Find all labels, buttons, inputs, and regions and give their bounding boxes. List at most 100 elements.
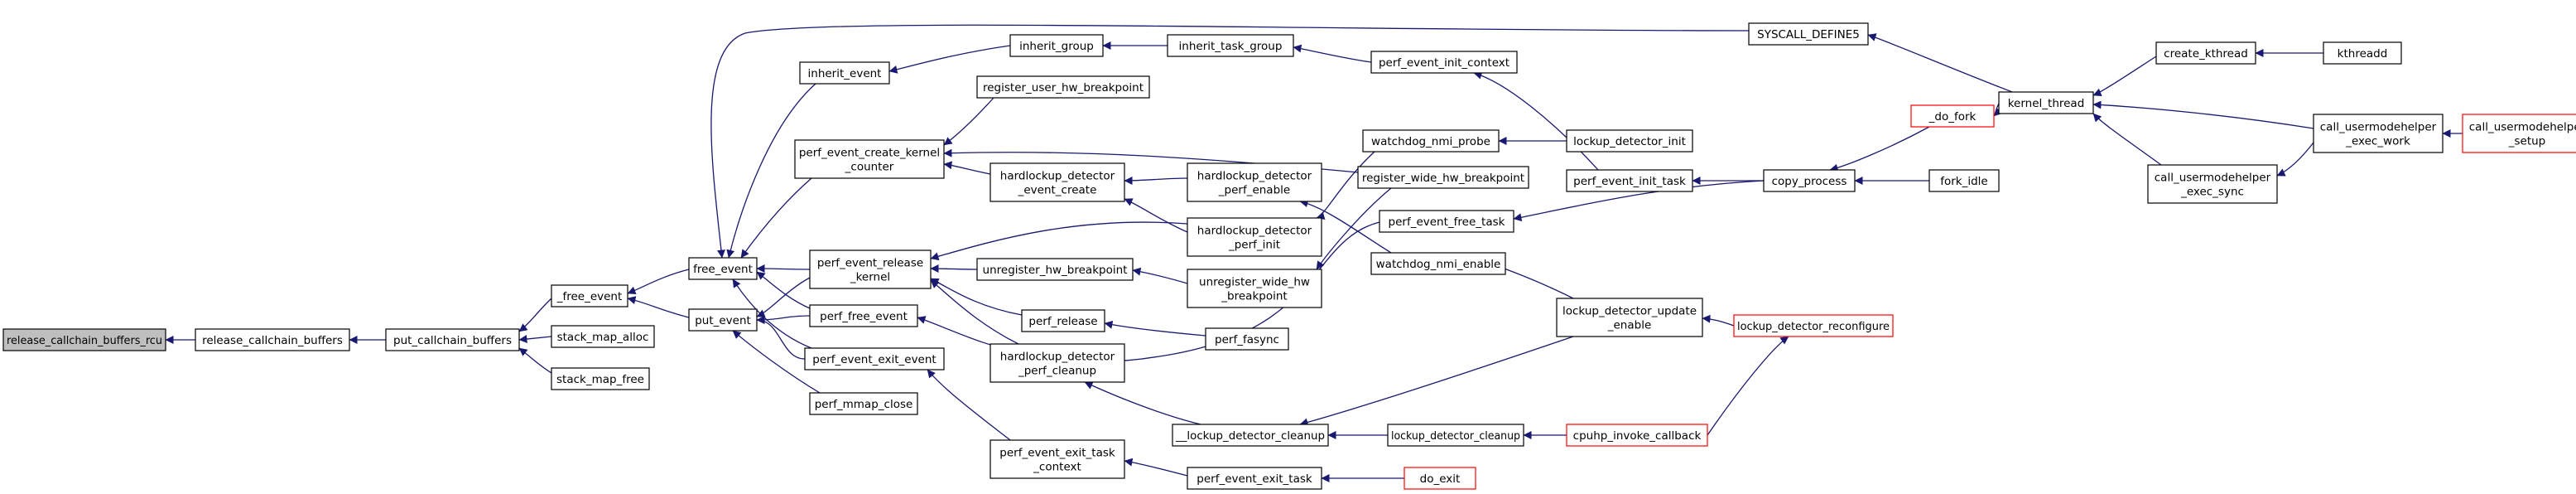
node-box[interactable] xyxy=(1763,169,1856,192)
node-box[interactable] xyxy=(1172,424,1329,447)
node-watchdog-nmi-probe[interactable]: watchdog_nmi_probe xyxy=(1362,129,1500,153)
node-lockup-detector-init[interactable]: lockup_detector_init xyxy=(1566,129,1693,153)
node-box[interactable] xyxy=(2147,164,2278,204)
node-kernel-thread[interactable]: kernel_thread xyxy=(1998,91,2094,114)
node-perf-event-init-task[interactable]: perf_event_init_task xyxy=(1566,169,1693,192)
node-box[interactable] xyxy=(1187,217,1322,257)
node-box[interactable] xyxy=(1566,129,1693,153)
node---lockup-detector-cleanup[interactable]: __lockup_detector_cleanup xyxy=(1172,424,1329,447)
node-box[interactable] xyxy=(2462,114,2576,153)
node-put-event[interactable]: put_event xyxy=(688,308,758,332)
node-perf-event-free-task[interactable]: perf_event_free_task xyxy=(1379,210,1514,233)
node--free-event[interactable]: _free_event xyxy=(551,284,628,308)
node-box[interactable] xyxy=(976,75,1150,99)
node-box[interactable] xyxy=(1009,34,1104,57)
node-unregister-wide-hw-breakpoint[interactable]: unregister_wide_hw_breakpoint xyxy=(1187,269,1322,308)
node-perf-event-init-context[interactable]: perf_event_init_context xyxy=(1370,51,1518,74)
node-perf-event-exit-event[interactable]: perf_event_exit_event xyxy=(804,347,945,370)
node-box[interactable] xyxy=(989,343,1125,383)
node-box[interactable] xyxy=(1566,169,1693,192)
node-kthreadd[interactable]: kthreadd xyxy=(2323,41,2402,65)
node-lockup-detector-cleanup[interactable]: lockup_detector_cleanup xyxy=(1387,424,1524,447)
node-call-usermodehelper-setup[interactable]: call_usermodehelper_setup xyxy=(2462,114,2576,153)
node-box[interactable] xyxy=(1167,34,1294,57)
node-box[interactable] xyxy=(1379,210,1514,233)
node-box[interactable] xyxy=(2313,114,2444,153)
node-hardlockup-detector-perf-init[interactable]: hardlockup_detector_perf_init xyxy=(1187,217,1322,257)
node-unregister-hw-breakpoint[interactable]: unregister_hw_breakpoint xyxy=(976,258,1134,281)
node-box[interactable] xyxy=(385,328,520,351)
node-box[interactable] xyxy=(2155,41,2256,65)
node-box[interactable] xyxy=(804,347,945,370)
node-box[interactable] xyxy=(1748,22,1869,46)
node-perf-event-exit-task[interactable]: perf_event_exit_task xyxy=(1187,467,1322,490)
node-box[interactable] xyxy=(1928,169,2000,192)
node-box[interactable] xyxy=(2323,41,2402,65)
node-release-callchain-buffers-rcu[interactable]: release_callchain_buffers_rcu xyxy=(2,328,166,351)
node--do-fork[interactable]: _do_fork xyxy=(1910,104,1995,128)
node-box[interactable] xyxy=(1187,467,1322,490)
node-box[interactable] xyxy=(1187,162,1322,202)
node-box[interactable] xyxy=(1021,309,1105,332)
node-box[interactable] xyxy=(688,257,758,280)
node-box[interactable] xyxy=(799,61,890,85)
node-stack-map-alloc[interactable]: stack_map_alloc xyxy=(551,325,655,348)
node-copy-process[interactable]: copy_process xyxy=(1763,169,1856,192)
node-do-exit[interactable]: do_exit xyxy=(1404,467,1476,490)
node-fork-idle[interactable]: fork_idle xyxy=(1928,169,2000,192)
node-perf-mmap-close[interactable]: perf_mmap_close xyxy=(809,392,918,415)
node-box[interactable] xyxy=(1187,269,1322,308)
node-perf-event-exit-task-context[interactable]: perf_event_exit_task_context xyxy=(989,439,1125,479)
node-perf-fasync[interactable]: perf_fasync xyxy=(1205,327,1289,351)
node-register-user-hw-breakpoint[interactable]: register_user_hw_breakpoint xyxy=(976,75,1150,99)
node-box[interactable] xyxy=(989,162,1125,202)
node-box[interactable] xyxy=(551,367,650,390)
node-box[interactable] xyxy=(1910,104,1995,128)
node-perf-event-release-kernel[interactable]: perf_event_release_kernel xyxy=(809,249,932,289)
node-box[interactable] xyxy=(1362,129,1500,153)
node-box[interactable] xyxy=(1998,91,2094,114)
node-box[interactable] xyxy=(195,328,350,351)
node-create-kthread[interactable]: create_kthread xyxy=(2155,41,2256,65)
node-stack-map-free[interactable]: stack_map_free xyxy=(551,367,650,390)
node-watchdog-nmi-enable[interactable]: watchdog_nmi_enable xyxy=(1370,252,1506,275)
node-box[interactable] xyxy=(1387,424,1524,447)
node-register-wide-hw-breakpoint[interactable]: register_wide_hw_breakpoint xyxy=(1357,166,1529,189)
node-box[interactable] xyxy=(1566,424,1708,447)
node-perf-release[interactable]: perf_release xyxy=(1021,309,1105,332)
node-release-callchain-buffers[interactable]: release_callchain_buffers xyxy=(195,328,350,351)
node-box[interactable] xyxy=(1404,467,1476,490)
node-box[interactable] xyxy=(551,325,655,348)
node-hardlockup-detector-perf-cleanup[interactable]: hardlockup_detector_perf_cleanup xyxy=(989,343,1125,383)
node-box[interactable] xyxy=(809,249,932,289)
node-box[interactable] xyxy=(1370,252,1506,275)
node-box[interactable] xyxy=(1733,314,1894,337)
node-lockup-detector-reconfigure[interactable]: lockup_detector_reconfigure xyxy=(1733,314,1894,337)
node-inherit-group[interactable]: inherit_group xyxy=(1009,34,1104,57)
node-free-event[interactable]: free_event xyxy=(688,257,758,280)
node-box[interactable] xyxy=(1205,327,1289,351)
node-box[interactable] xyxy=(794,139,945,179)
node-box[interactable] xyxy=(1357,166,1529,189)
node-hardlockup-detector-perf-enable[interactable]: hardlockup_detector_perf_enable xyxy=(1187,162,1322,202)
node-box[interactable] xyxy=(551,284,628,308)
node-inherit-task-group[interactable]: inherit_task_group xyxy=(1167,34,1294,57)
node-lockup-detector-update-enable[interactable]: lockup_detector_update_enable xyxy=(1556,298,1703,337)
node-inherit-event[interactable]: inherit_event xyxy=(799,61,890,85)
node-box[interactable] xyxy=(2,328,166,351)
node-cpuhp-invoke-callback[interactable]: cpuhp_invoke_callback xyxy=(1566,424,1708,447)
node-box[interactable] xyxy=(976,258,1134,281)
node-perf-event-create-kernel-counter[interactable]: perf_event_create_kernel_counter xyxy=(794,139,945,179)
node-box[interactable] xyxy=(688,308,758,332)
node-box[interactable] xyxy=(989,439,1125,479)
node-SYSCALL-DEFINE5[interactable]: SYSCALL_DEFINE5 xyxy=(1748,22,1869,46)
node-hardlockup-detector-event-create[interactable]: hardlockup_detector_event_create xyxy=(989,162,1125,202)
node-box[interactable] xyxy=(1556,298,1703,337)
node-put-callchain-buffers[interactable]: put_callchain_buffers xyxy=(385,328,520,351)
node-box[interactable] xyxy=(1370,51,1518,74)
node-box[interactable] xyxy=(809,304,918,327)
node-call-usermodehelper-exec-work[interactable]: call_usermodehelper_exec_work xyxy=(2313,114,2444,153)
node-box[interactable] xyxy=(809,392,918,415)
node-perf-free-event[interactable]: perf_free_event xyxy=(809,304,918,327)
node-call-usermodehelper-exec-sync[interactable]: call_usermodehelper_exec_sync xyxy=(2147,164,2278,204)
